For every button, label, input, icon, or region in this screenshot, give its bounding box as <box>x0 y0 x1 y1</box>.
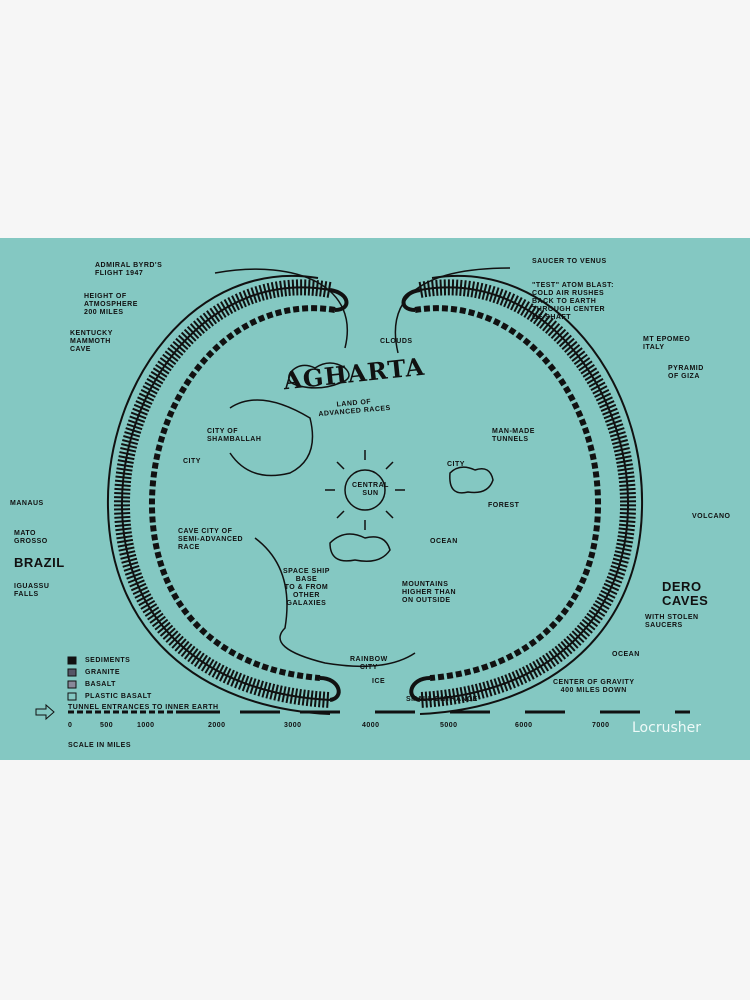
left-crust-shell <box>106 275 349 715</box>
scale-tick: 1000 <box>137 722 155 729</box>
label-city-left: CITY <box>183 458 201 465</box>
label-rainbow-city: RAINBOW CITY <box>350 656 388 671</box>
label-ocean-inner: OCEAN <box>430 538 458 545</box>
label-saucer-venus: SAUCER TO VENUS <box>532 258 607 265</box>
tunnel-note: TUNNEL ENTRANCES TO INNER EARTH <box>68 704 219 711</box>
label-iguassu: IGUASSU FALLS <box>14 583 50 598</box>
artist-watermark: Locrusher <box>632 720 701 736</box>
label-shamballah: CITY OF SHAMBALLAH <box>207 428 262 443</box>
label-volcano: VOLCANO <box>692 513 731 520</box>
label-atmosphere: HEIGHT OF ATMOSPHERE 200 MILES <box>84 293 138 316</box>
scale-tick: 2000 <box>208 722 226 729</box>
label-forest: FOREST <box>488 502 520 509</box>
legend-granite: GRANITE <box>85 669 120 676</box>
legend-plastic-basalt: PLASTIC BASALT <box>85 693 152 700</box>
poster-print: AGHARTA LAND OF ADVANCED RACES ADMIRAL B… <box>0 238 750 760</box>
label-brazil: BRAZIL <box>14 555 65 570</box>
scale-tick: 0 <box>68 722 73 729</box>
central-sun-icon <box>325 450 405 530</box>
label-kentucky: KENTUCKY MAMMOTH CAVE <box>70 330 113 353</box>
label-space-ship: SPACE SHIP BASE TO & FROM OTHER GALAXIES <box>283 568 330 607</box>
label-man-made-tunnels: MAN-MADE TUNNELS <box>492 428 535 443</box>
label-manaus: MANAUS <box>10 500 44 507</box>
scale-tick: 3000 <box>284 722 302 729</box>
scale-label: SCALE IN MILES <box>68 742 132 749</box>
legend-basalt: BASALT <box>85 681 116 688</box>
label-central-sun: CENTRAL SUN <box>352 482 389 497</box>
clouds-and-terrain <box>229 362 494 668</box>
hollow-earth-diagram <box>35 267 690 721</box>
label-small-entrance: SMALL ENTRANCE <box>406 696 478 703</box>
label-city-right: CITY <box>447 461 465 468</box>
label-center-gravity: CENTER OF GRAVITY 400 MILES DOWN <box>553 679 635 694</box>
label-dero-caves: DERO CAVES <box>662 579 709 608</box>
scale-tick: 7000 <box>592 722 610 729</box>
label-stolen-saucers: WITH STOLEN SAUCERS <box>645 614 699 629</box>
label-byrd: ADMIRAL BYRD'S FLIGHT 1947 <box>95 262 163 277</box>
scale-tick: 4000 <box>362 722 380 729</box>
right-crust-shell <box>401 275 644 715</box>
scale-tick: 6000 <box>515 722 533 729</box>
legend-sediments: SEDIMENTS <box>85 657 131 664</box>
label-mountains: MOUNTAINS HIGHER THAN ON OUTSIDE <box>402 581 457 604</box>
label-mato-grosso: MATO GROSSO <box>14 530 48 545</box>
byrd-flight-path <box>214 267 511 354</box>
tunnel-arrow-icon <box>35 703 55 721</box>
label-ice: ICE <box>372 678 386 685</box>
label-cave-city: CAVE CITY OF SEMI-ADVANCED RACE <box>178 528 244 551</box>
label-mt-epomeo: MT EPOMEO ITALY <box>643 336 691 351</box>
scale-tick: 5000 <box>440 722 458 729</box>
scale-tick: 500 <box>100 722 114 729</box>
label-atom-blast: "TEST" ATOM BLAST: COLD AIR RUSHES BACK … <box>532 282 615 321</box>
legend-swatches <box>67 656 77 701</box>
label-clouds: CLOUDS <box>380 338 413 345</box>
label-pyramid: PYRAMID OF GIZA <box>668 365 704 380</box>
label-ocean-outer: OCEAN <box>612 651 640 658</box>
